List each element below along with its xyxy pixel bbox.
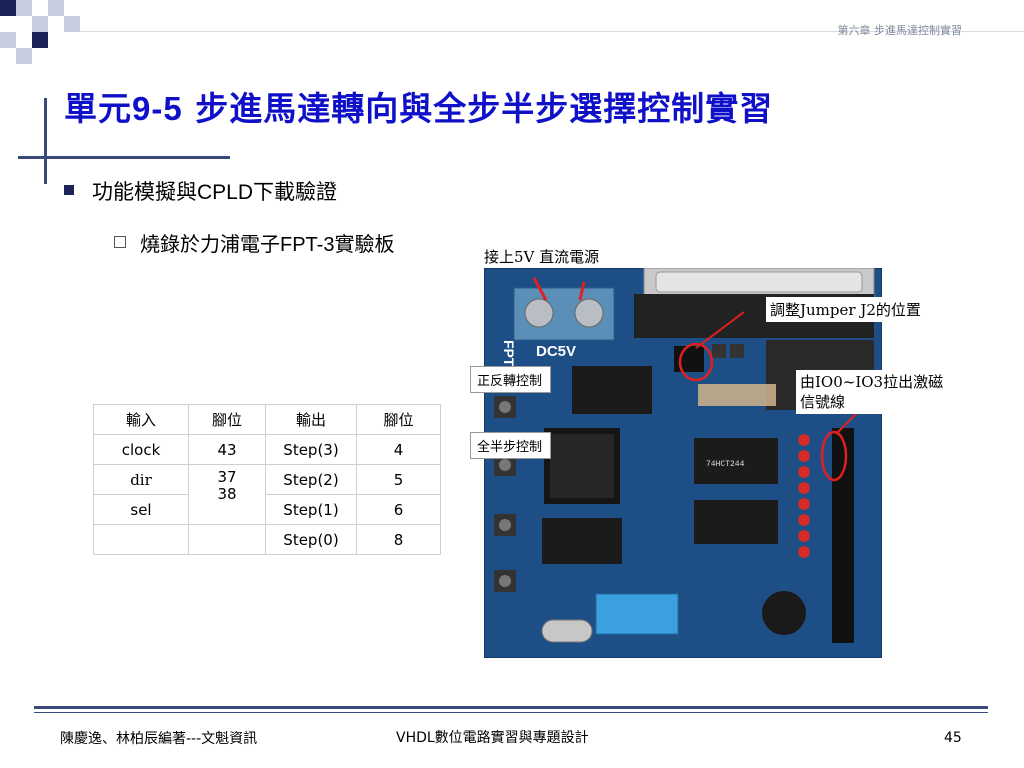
footer-book-title: VHDL數位電路實習與專題設計 [396,730,589,746]
table-cell: 43 [188,434,266,465]
title-horizontal-bar [18,156,230,159]
table-row: clock 43 Step(3) 4 [93,434,441,465]
title-vertical-bar [44,98,47,184]
table-cell: 5 [356,464,441,495]
header-cell: 腳位 [356,404,441,435]
footer-rule-thin [34,712,988,713]
hollow-square-bullet-icon [114,236,126,248]
page-number: 45 [944,730,962,746]
table-cell: Step(2) [265,464,357,495]
table-cell: Step(1) [265,494,357,525]
bullet-level2: 燒錄於力浦電子FPT-3實驗板 [114,228,394,257]
bullet-level1: 功能模擬與CPLD下載驗證 [64,176,337,206]
footer-rule [34,706,988,709]
table-cell: sel [93,494,189,525]
callout-direction-switch: 正反轉控制 [470,366,552,393]
dc5v-label: DC5V [536,343,576,360]
table-cell [188,524,266,555]
chapter-header: 第六章 步進馬達控制實習 [837,24,963,37]
table-cell: 6 [356,494,441,525]
table-row: Step(0) 8 [93,524,441,555]
slide-title: 單元9-5 步進馬達轉向與全步半步選擇控制實習 [64,89,774,128]
table-cell: Step(0) [265,524,357,555]
fpt3-board-photo: DC5V FPT 74HCT244 [484,268,882,658]
callout-io: 由IO0~IO3拉出激磁信號線 [796,370,950,414]
square-bullet-icon [64,185,74,195]
top-rule [80,31,1024,32]
chip-label: 74HCT244 [706,460,745,469]
header-cell: 腳位 [188,404,266,435]
callout-jumper: 調整Jumper J2的位置 [766,297,925,322]
table-row: sel Step(1) 6 [93,494,441,525]
table-cell: 8 [356,524,441,555]
callout-step-switch: 全半步控制 [470,432,552,459]
table-cell: 4 [356,434,441,465]
table-cell: dir [93,464,189,495]
header-cell: 輸出 [265,404,357,435]
table-cell: Step(3) [265,434,357,465]
table-cell: clock [93,434,189,465]
header-cell: 輸入 [93,404,189,435]
table-header-row: 輸入 腳位 輸出 腳位 [93,404,441,435]
footer-author: 陳慶逸、林柏辰編著---文魁資訊 [60,731,258,747]
table-cell [93,524,189,555]
callout-power: 接上5V 直流電源 [484,248,600,266]
fpt-label: FPT [501,340,517,367]
